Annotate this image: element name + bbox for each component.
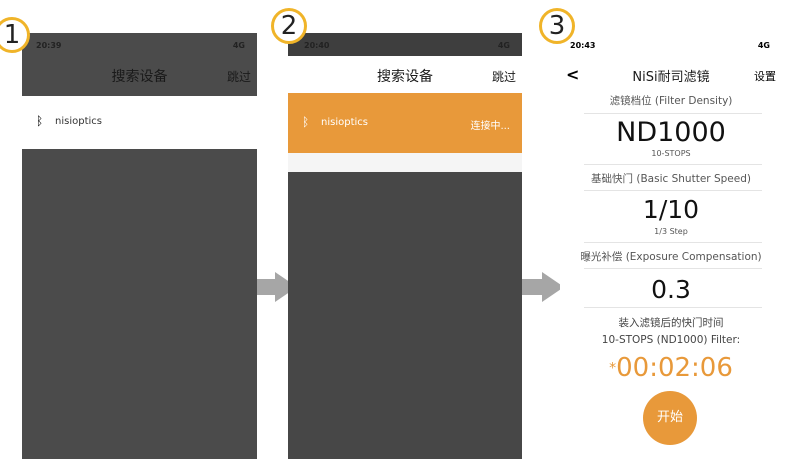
back-button[interactable]: < [566,65,580,84]
shutter-speed-label: 基础快门 (Basic Shutter Speed) [591,173,751,185]
device-name: nisioptics [321,117,368,128]
arrow-2-head [542,272,564,302]
screen-connecting: 20:40 4G 搜索设备 跳过 ᛒ nisioptics 连接中... [288,33,522,459]
result-label: 装入滤镜后的快门时间 [618,317,724,329]
step-badge-2: 2 [271,8,307,44]
page-title: 搜索设备 [111,69,168,85]
start-button[interactable]: 开始 [643,391,697,445]
device-row[interactable]: ᛒ nisioptics 连接中... [288,93,522,153]
filter-stops: 10-STOPS [651,149,691,158]
filter-density-label: 滤镜档位 (Filter Density) [609,95,733,107]
exposure-label: 曝光补偿 (Exposure Compensation) [580,251,762,263]
result-time-value: 00:02:06 [616,353,733,383]
status-time: 20:40 [304,41,330,50]
step-badge-3: 3 [539,8,575,44]
arrow-1 [257,279,275,295]
bluetooth-icon: * [609,360,617,377]
shutter-step: 1/3 Step [654,227,688,236]
arrow-2 [522,279,542,295]
status-network: 4G [232,41,245,50]
status-time: 20:39 [36,41,62,50]
settings-button[interactable]: 设置 [754,70,776,83]
result-filter: 10-STOPS (ND1000) Filter: [601,334,741,346]
status-time: 20:43 [570,41,596,50]
filter-density-value[interactable]: ND1000 [616,117,726,148]
result-time: *00:02:06 [560,353,782,383]
connecting-status: 连接中... [470,121,510,132]
page-title: NiSi耐司滤镜 [632,70,710,85]
device-row[interactable]: ᛒ nisioptics [22,96,257,149]
step-badge-1: 1 [0,17,30,53]
status-network: 4G [497,41,510,50]
skip-button[interactable]: 跳过 [226,70,251,84]
device-name: nisioptics [55,116,102,127]
bluetooth-icon: ᛒ [36,114,44,128]
exposure-value[interactable]: 0.3 [651,275,691,304]
screen-search: 20:39 4G 搜索设备 跳过 ᛒ nisioptics [22,33,257,459]
status-network: 4G [757,41,770,50]
screen-calculator: 20:43 4G < NiSi耐司滤镜 设置 滤镜档位 (Filter Dens… [560,33,782,459]
page-title: 搜索设备 [377,69,433,85]
shutter-speed-value[interactable]: 1/10 [642,195,700,224]
skip-button[interactable]: 跳过 [491,70,516,84]
bluetooth-icon: ᛒ [302,115,310,129]
